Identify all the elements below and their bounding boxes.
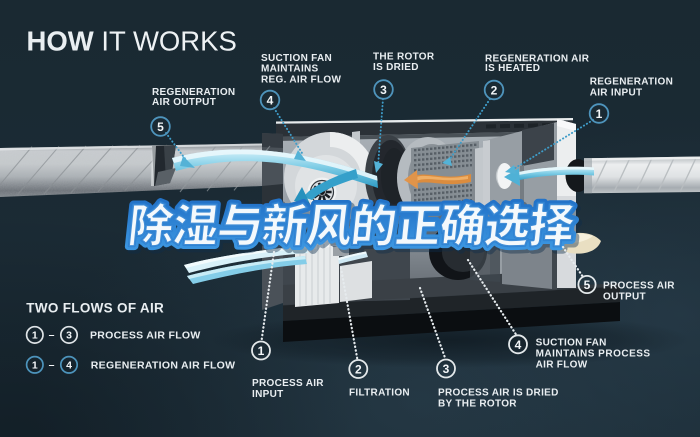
svg-text:5: 5 <box>584 278 591 292</box>
svg-text:OUTPUT: OUTPUT <box>603 292 646 303</box>
svg-text:1: 1 <box>258 344 265 358</box>
svg-text:MAINTAINS PROCESS: MAINTAINS PROCESS <box>536 349 651 360</box>
svg-text:REGENERATION: REGENERATION <box>152 87 235 98</box>
svg-text:MAINTAINS: MAINTAINS <box>261 64 319 75</box>
svg-text:AIR FLOW: AIR FLOW <box>536 359 588 370</box>
svg-text:BY THE ROTOR: BY THE ROTOR <box>438 398 517 409</box>
svg-text:PROCESS AIR: PROCESS AIR <box>252 378 324 389</box>
svg-text:3: 3 <box>66 330 72 342</box>
svg-text:REGENERATION: REGENERATION <box>590 77 673 88</box>
svg-text:4: 4 <box>515 338 522 352</box>
svg-text:4: 4 <box>267 94 274 108</box>
svg-text:SUCTION FAN: SUCTION FAN <box>261 53 332 64</box>
svg-text:INPUT: INPUT <box>252 389 284 400</box>
svg-text:IS HEATED: IS HEATED <box>485 63 540 74</box>
svg-text:4: 4 <box>66 360 72 372</box>
svg-text:1: 1 <box>596 107 603 121</box>
svg-text:1: 1 <box>32 330 38 342</box>
svg-text:–: – <box>49 359 55 371</box>
svg-text:–: – <box>49 329 55 341</box>
svg-text:REGENERATION AIR FLOW: REGENERATION AIR FLOW <box>91 360 236 372</box>
svg-text:IS DRIED: IS DRIED <box>373 62 419 73</box>
svg-text:3: 3 <box>380 83 387 97</box>
svg-text:REG. AIR FLOW: REG. AIR FLOW <box>261 75 341 86</box>
svg-text:HOW IT WORKS: HOW IT WORKS <box>27 26 237 57</box>
svg-text:PROCESS AIR: PROCESS AIR <box>603 281 675 292</box>
svg-text:PROCESS AIR FLOW: PROCESS AIR FLOW <box>90 330 201 342</box>
svg-text:2: 2 <box>355 363 362 377</box>
svg-text:AIR OUTPUT: AIR OUTPUT <box>152 97 216 108</box>
svg-text:2: 2 <box>491 84 498 98</box>
svg-text:FILTRATION: FILTRATION <box>349 387 410 398</box>
svg-text:AIR INPUT: AIR INPUT <box>590 88 643 99</box>
svg-text:SUCTION FAN: SUCTION FAN <box>536 338 607 349</box>
svg-text:TWO FLOWS OF AIR: TWO FLOWS OF AIR <box>26 300 164 315</box>
svg-text:PROCESS AIR IS DRIED: PROCESS AIR IS DRIED <box>438 387 559 398</box>
svg-text:REGENERATION AIR: REGENERATION AIR <box>485 53 590 64</box>
svg-text:THE ROTOR: THE ROTOR <box>373 51 435 62</box>
svg-text:3: 3 <box>443 362 450 376</box>
svg-text:5: 5 <box>157 120 164 134</box>
svg-text:1: 1 <box>32 360 38 372</box>
